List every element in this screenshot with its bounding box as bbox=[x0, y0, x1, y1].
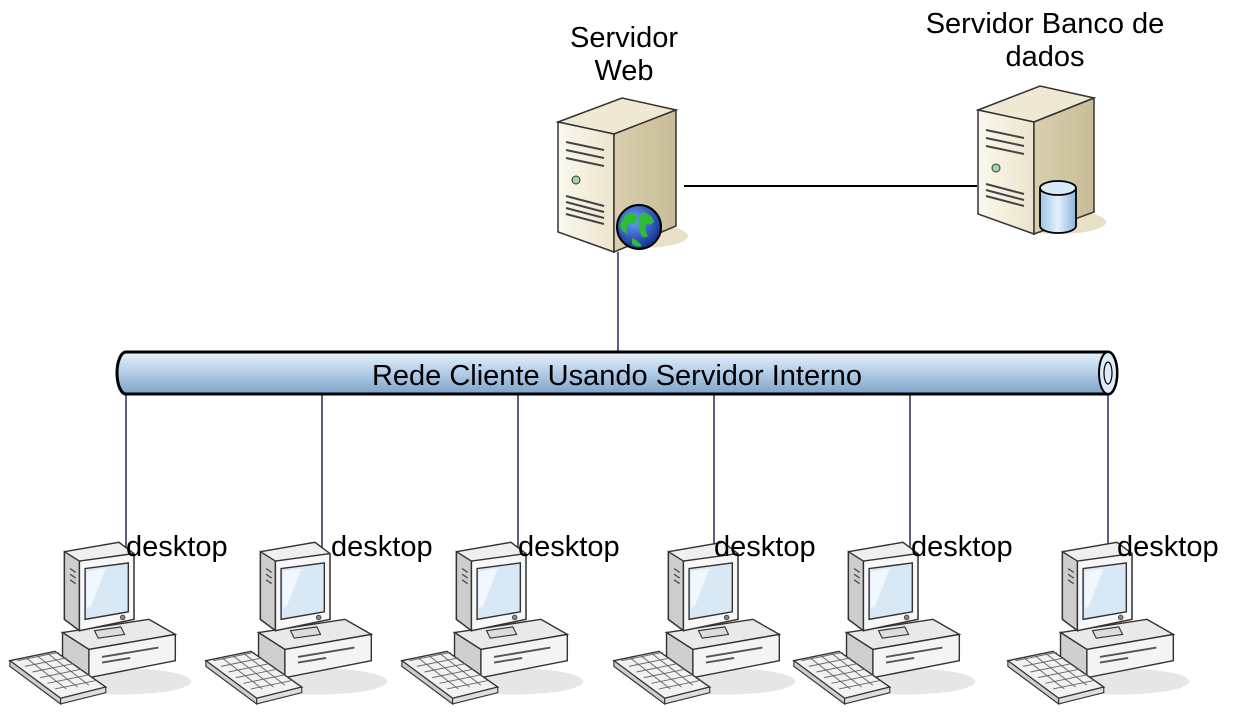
desktop-label: desktop bbox=[714, 531, 816, 563]
desktop-computer-icon bbox=[400, 541, 585, 705]
db-server-label-line2: dados bbox=[1005, 41, 1085, 73]
desktop-computer-icon bbox=[1006, 541, 1191, 705]
desktop-computer-icon bbox=[204, 541, 389, 705]
web-server-label-line2: Web bbox=[594, 55, 654, 87]
web-server-label-line1: Servidor bbox=[570, 22, 678, 54]
desktop-label: desktop bbox=[911, 531, 1013, 563]
desktop-computer-icon bbox=[8, 541, 193, 705]
db-server-label-line1: Servidor Banco de bbox=[925, 8, 1165, 40]
web-server-label: Servidor Web bbox=[544, 22, 704, 88]
desktop-label: desktop bbox=[1117, 531, 1219, 563]
network-bus-pipe bbox=[115, 350, 1119, 396]
network-bus-label: Rede Cliente Usando Servidor Interno bbox=[371, 360, 863, 392]
connection-lines bbox=[125, 185, 1109, 548]
desktop-computer-icon bbox=[792, 541, 977, 705]
desktop-computers bbox=[8, 541, 1191, 705]
web-server-icon bbox=[555, 97, 688, 254]
database-server-icon bbox=[975, 85, 1106, 236]
desktop-computer-icon bbox=[612, 541, 797, 705]
db-server-label: Servidor Banco de dados bbox=[900, 8, 1190, 74]
desktop-label: desktop bbox=[126, 531, 228, 563]
desktop-label: desktop bbox=[331, 531, 433, 563]
desktop-label: desktop bbox=[518, 531, 620, 563]
